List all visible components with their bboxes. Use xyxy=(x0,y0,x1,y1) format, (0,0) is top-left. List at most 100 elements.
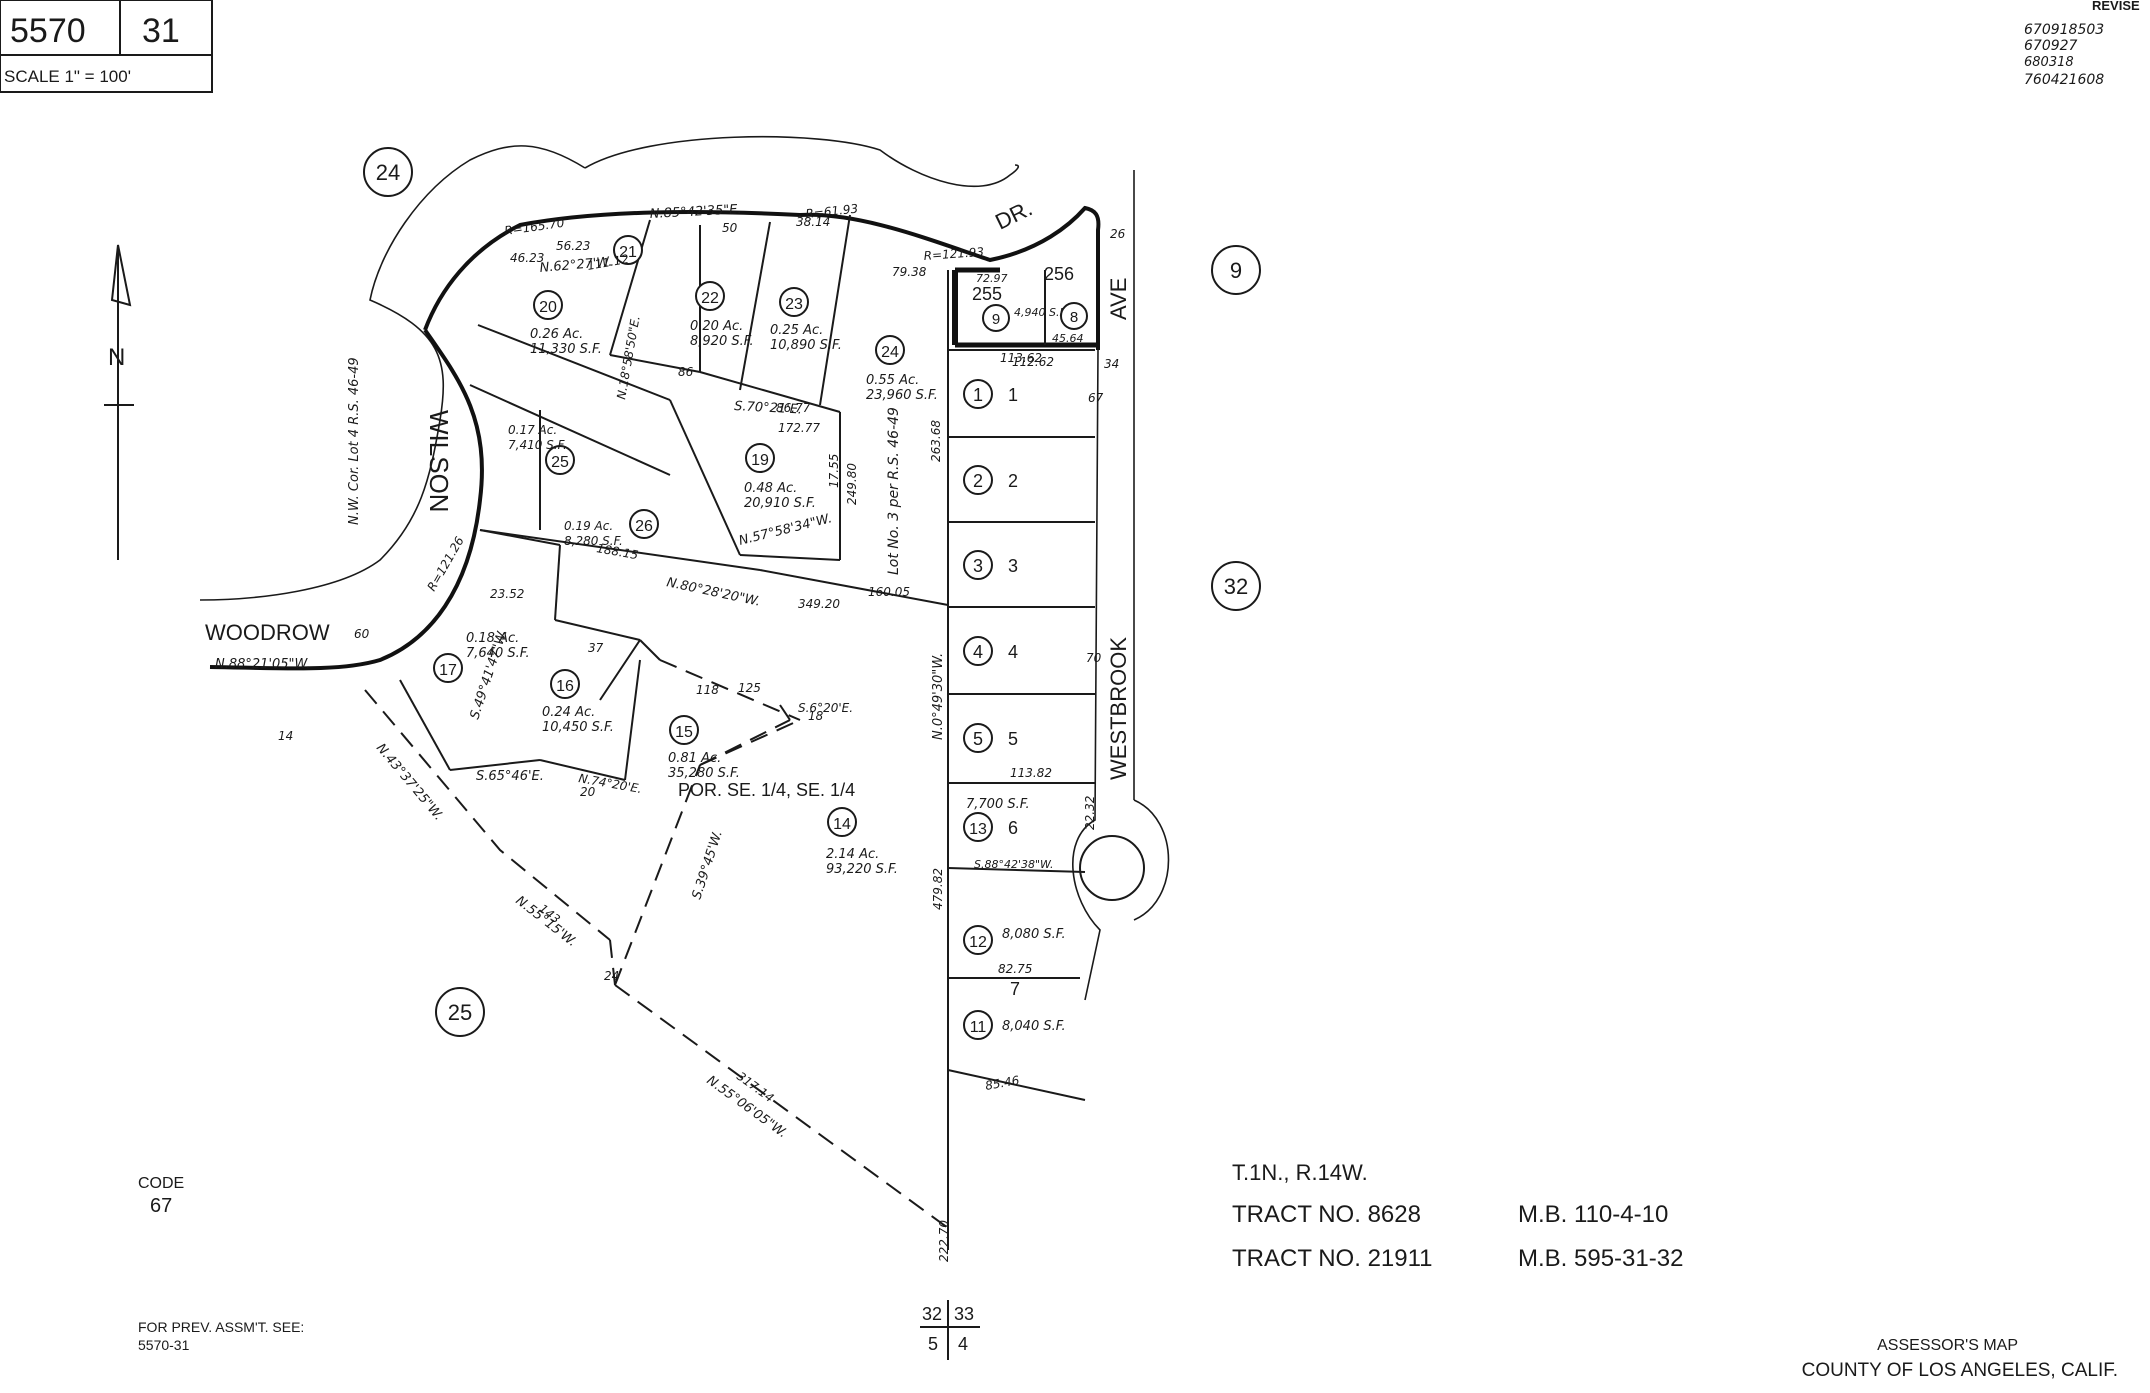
prev-assessment-label: FOR PREV. ASSM'T. SEE: xyxy=(138,1319,304,1335)
dimension: 160.05 xyxy=(868,585,910,599)
parcel-25-area: 0.17 Ac.7,410 S.F. xyxy=(508,423,567,452)
adjacent-page-9[interactable]: 9 xyxy=(1211,245,1261,295)
svg-text:3: 3 xyxy=(973,556,983,576)
svg-text:9: 9 xyxy=(1230,258,1242,283)
parcel-23[interactable]: 23 0.25 Ac.10,890 S.F. xyxy=(770,287,842,353)
dimension: 38.14 xyxy=(796,215,830,229)
svg-text:11: 11 xyxy=(970,1019,987,1036)
dimension: 79.38 xyxy=(892,265,927,279)
dimension: 22.32 xyxy=(1083,796,1097,830)
adjacent-page-25[interactable]: 25 xyxy=(435,987,485,1037)
dimension: 249.80 xyxy=(845,463,859,505)
street-label-woodrow: WOODROW xyxy=(205,620,330,645)
footer-line-1: ASSESSOR'S MAP xyxy=(1877,1337,2018,1354)
area-line: 0.81 Ac. xyxy=(668,751,721,766)
township-range: T.1N., R.14W. xyxy=(1232,1160,1368,1185)
section-label: POR. SE. 1/4, SE. 1/4 xyxy=(678,780,855,800)
dimension: 172.77 xyxy=(778,421,820,435)
map-book-number: 5570 xyxy=(10,12,86,50)
parcel-25[interactable]: 25 0.17 Ac.7,410 S.F. xyxy=(508,423,575,475)
prev-assessment: FOR PREV. ASSM'T. SEE: 5570-31 xyxy=(138,1319,304,1353)
parcel-24[interactable]: 24 0.55 Ac.23,960 S.F. xyxy=(866,335,938,403)
svg-text:2: 2 xyxy=(1008,471,1018,491)
revised-entry: 760421608 xyxy=(2024,72,2104,88)
dimension: 23.52 xyxy=(490,587,524,601)
adjacent-page-24[interactable]: 24 xyxy=(363,147,413,197)
parcel-11[interactable]: 11 8,040 S.F. xyxy=(963,1010,1066,1040)
parcel-16[interactable]: 16 0.24 Ac.10,450 S.F. xyxy=(542,669,614,735)
parcel-20[interactable]: 20 0.26 Ac.11,330 S.F. xyxy=(530,290,602,357)
lot-note: Lot No. 3 per R.S. 46-49 xyxy=(886,407,902,575)
dimension: 263.68 xyxy=(929,420,943,462)
parcel-5[interactable]: 5 5 xyxy=(963,723,1018,753)
dimension: 24 xyxy=(604,969,619,983)
parcel-21[interactable]: 21 xyxy=(613,235,643,265)
svg-text:15: 15 xyxy=(675,724,693,741)
parcel-8[interactable]: 8 256 xyxy=(1044,264,1088,330)
dimension: 125 xyxy=(738,681,761,695)
section-corner-tl: 32 xyxy=(922,1304,942,1324)
area-line: 0.20 Ac. xyxy=(690,319,743,334)
area-line: 0.18 Ac. xyxy=(466,631,519,646)
revised-entry: 670927 xyxy=(2024,38,2078,54)
bearing-labels: N.85°42'35"E. N.62°27'W. N.80°28'20"W. N… xyxy=(215,202,1054,1141)
area-line: 35,280 S.F. xyxy=(668,766,740,781)
parcel-1[interactable]: 1 1 xyxy=(963,379,1018,409)
parcel-26-area: 0.19 Ac.8,280 S.F. xyxy=(564,519,623,548)
adjacent-page-32[interactable]: 32 xyxy=(1211,561,1261,611)
parcel-3[interactable]: 3 3 xyxy=(963,550,1018,580)
section-corner-bl: 5 xyxy=(928,1334,938,1354)
dimension: 72.97 xyxy=(976,272,1008,285)
dimension: 113.82 xyxy=(1010,766,1052,780)
parcel-26[interactable]: 26 0.19 Ac.8,280 S.F. xyxy=(564,509,659,548)
dimension: 222.70 xyxy=(937,1220,951,1262)
parcel-15[interactable]: 15 0.81 Ac.35,280 S.F. xyxy=(668,715,740,781)
parcel-12[interactable]: 12 8,080 S.F. xyxy=(963,925,1066,955)
dimension: 56.23 xyxy=(556,239,590,253)
cul-de-sac xyxy=(1079,835,1145,901)
area-line: 0.25 Ac. xyxy=(770,323,823,338)
svg-text:5: 5 xyxy=(1008,729,1018,749)
area-line: 8,920 S.F. xyxy=(690,334,754,349)
parcel-19[interactable]: 19 0.48 Ac.20,910 S.F. xyxy=(744,443,816,511)
parcel-15-area: 0.81 Ac.35,280 S.F. xyxy=(668,751,740,781)
code-block: CODE 67 xyxy=(138,1175,184,1217)
parcel-4[interactable]: 4 4 xyxy=(963,636,1018,666)
area-line: 7,640 S.F. xyxy=(466,646,530,661)
dimension: 45.64 xyxy=(1052,332,1084,345)
area-line: 11,330 S.F. xyxy=(530,342,602,357)
area-line: 0.17 Ac. xyxy=(508,423,557,437)
bearing: N.62°27'W. xyxy=(539,255,613,276)
parcel-14[interactable]: 14 2.14 Ac.93,220 S.F. xyxy=(826,807,898,877)
street-lines xyxy=(199,135,1170,1001)
dimension: 349.20 xyxy=(798,597,840,611)
bearing: S.70°21'E. xyxy=(734,399,803,418)
dimension: 67 xyxy=(1088,391,1104,405)
bearing: N.57°58'34"W. xyxy=(737,511,833,549)
parcel-17[interactable]: 17 0.18 Ac.7,640 S.F. xyxy=(433,631,530,683)
area-line: 10,890 S.F. xyxy=(770,338,842,353)
svg-text:5: 5 xyxy=(973,729,983,749)
bearing: N.85°42'35"E. xyxy=(649,202,742,222)
svg-text:20: 20 xyxy=(539,299,557,316)
bearing: N.80°28'20"W. xyxy=(665,575,762,610)
svg-text:25: 25 xyxy=(448,1000,472,1025)
dimension: 20 xyxy=(580,785,596,799)
parcel-2[interactable]: 2 2 xyxy=(963,465,1018,495)
svg-text:24: 24 xyxy=(881,344,899,361)
parcel-16-area: 0.24 Ac.10,450 S.F. xyxy=(542,705,614,735)
dimension: R=121.93 xyxy=(923,245,984,263)
dimension: 112.62 xyxy=(1012,355,1054,369)
parcel-9[interactable]: 9 255 4,940 S.F. xyxy=(972,284,1068,332)
dimension: 60 xyxy=(354,627,370,641)
tract-2-label: TRACT NO. 21911 xyxy=(1232,1245,1433,1272)
parcel-13[interactable]: 13 6 7,700 S.F. xyxy=(963,797,1030,842)
parcel-22[interactable]: 22 0.20 Ac.8,920 S.F. xyxy=(690,281,754,349)
dimension: 37 xyxy=(588,641,604,655)
north-arrow: N xyxy=(104,244,134,560)
svg-text:8: 8 xyxy=(1070,309,1078,326)
dimension: R=121.26 xyxy=(424,534,466,594)
bearing: S.65°46'E. xyxy=(476,769,544,784)
section-corner: 32 33 5 4 xyxy=(920,1300,980,1360)
svg-text:6: 6 xyxy=(1008,818,1018,838)
